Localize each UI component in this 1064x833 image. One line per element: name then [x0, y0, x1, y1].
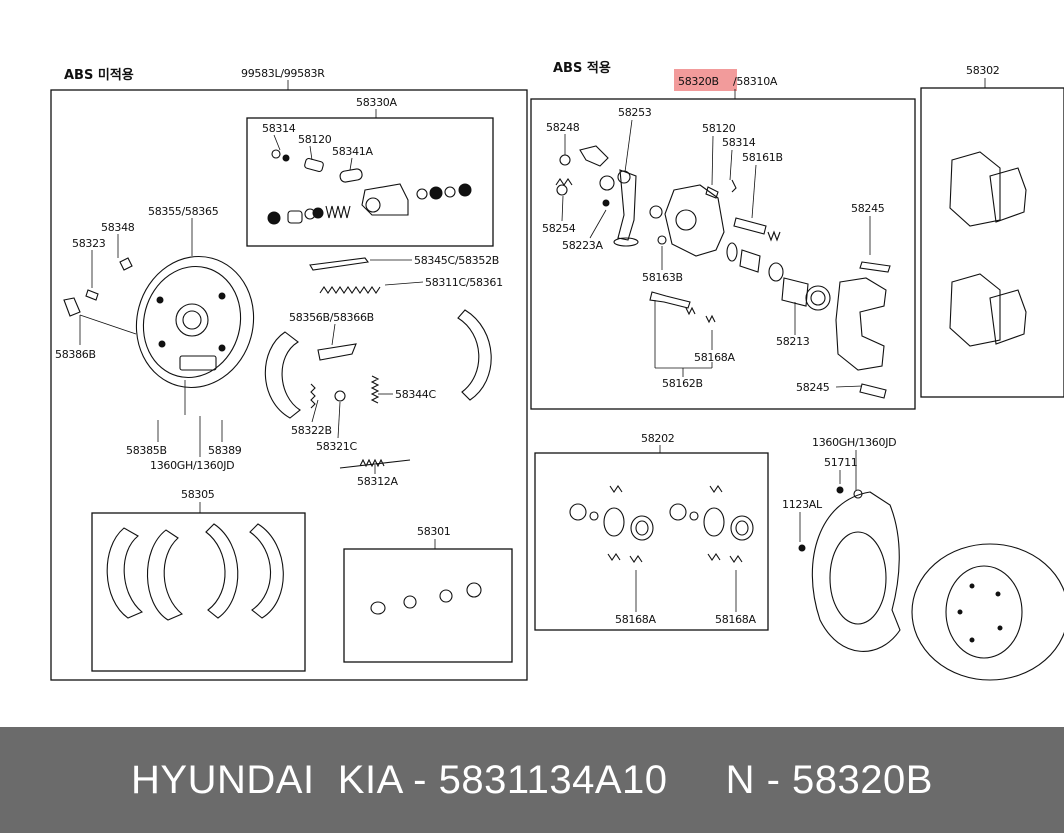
label-58344c: 58344C [395, 388, 436, 401]
adjuster-springs-drawing [309, 257, 411, 469]
label-58223a: 58223A [562, 239, 603, 252]
label-58305: 58305 [181, 488, 215, 501]
label-58348: 58348 [101, 221, 135, 234]
label-58311c: 58311C/58361 [425, 276, 503, 289]
label-58345c: 58345C/58352B [414, 254, 499, 267]
label-58314-a: 58314 [262, 122, 296, 135]
part-highlight [674, 69, 737, 91]
box-wheel-cylinder-58330a [246, 117, 494, 247]
disc-rotor-drawing [798, 486, 1064, 681]
label-58168a-b: 58168A [615, 613, 656, 626]
label-58330a: 58330A [356, 96, 397, 109]
label-58301: 58301 [417, 525, 451, 538]
wheel-cylinder-parts [267, 149, 472, 225]
label-58323: 58323 [72, 237, 106, 250]
label-58302: 58302 [966, 64, 1000, 77]
label-1123al: 1123AL [782, 498, 823, 511]
caliper-drawing [555, 145, 891, 399]
shoe-kit-drawing [106, 523, 284, 621]
box-shoe-kit-58305 [91, 512, 306, 672]
box-seal-kit-58202 [534, 452, 769, 631]
repair-kit-drawing [370, 582, 482, 615]
label-58385b: 58385B [126, 444, 167, 457]
footer-part-number-text: HYUNDAI KIA - 5831134A10 N - 58320B [131, 757, 933, 802]
parts-diagram: ABS 미적용 ABS 적용 99583L/99583R 58330A 5831… [50, 60, 1064, 681]
label-58161b: 58161B [742, 151, 783, 164]
label-1360gh-b: 1360GH/1360JD [812, 436, 896, 449]
label-58389: 58389 [208, 444, 242, 457]
brake-shoes-drawing [264, 309, 492, 419]
label-51711: 51711 [824, 456, 858, 469]
label-58168a-a: 58168A [694, 351, 735, 364]
label-58322b: 58322B [291, 424, 332, 437]
label-58168a-c: 58168A [715, 613, 756, 626]
label-58213: 58213 [776, 335, 810, 348]
label-58248: 58248 [546, 121, 580, 134]
label-58253: 58253 [618, 106, 652, 119]
label-58245-a: 58245 [851, 202, 885, 215]
label-58356b: 58356B/58366B [289, 311, 374, 324]
box-caliper-assembly [530, 98, 916, 410]
label-58245-b: 58245 [796, 381, 830, 394]
label-58254: 58254 [542, 222, 576, 235]
label-58314-b: 58314 [722, 136, 756, 149]
label-58341a: 58341A [332, 145, 373, 158]
label-58312a: 58312A [357, 475, 398, 488]
label-58120-b: 58120 [702, 122, 736, 135]
label-1360gh-a: 1360GH/1360JD [150, 459, 234, 472]
label-58120-a: 58120 [298, 133, 332, 146]
label-58320b: 58320B [678, 75, 719, 88]
box-drum-brake-assembly [50, 89, 528, 681]
footer-bar: HYUNDAI KIA - 5831134A10 N - 58320B [0, 727, 1064, 833]
box-repair-kit-58301 [343, 548, 513, 663]
label-58321c: 58321C [316, 440, 357, 453]
label-58202: 58202 [641, 432, 675, 445]
label-58310a: /58310A [733, 75, 778, 88]
label-58163b: 58163B [642, 271, 683, 284]
label-58355: 58355/58365 [148, 205, 219, 218]
label-99583: 99583L/99583R [241, 67, 325, 80]
brake-pads-drawing [949, 151, 1027, 347]
label-58386b: 58386B [55, 348, 96, 361]
seal-kit-drawing [569, 485, 754, 563]
section-header-non-abs: ABS 미적용 [64, 67, 134, 83]
section-header-abs: ABS 적용 [553, 60, 611, 76]
backing-plate-drawing [63, 255, 255, 389]
box-pads-58302 [920, 87, 1064, 398]
label-58162b: 58162B [662, 377, 703, 390]
